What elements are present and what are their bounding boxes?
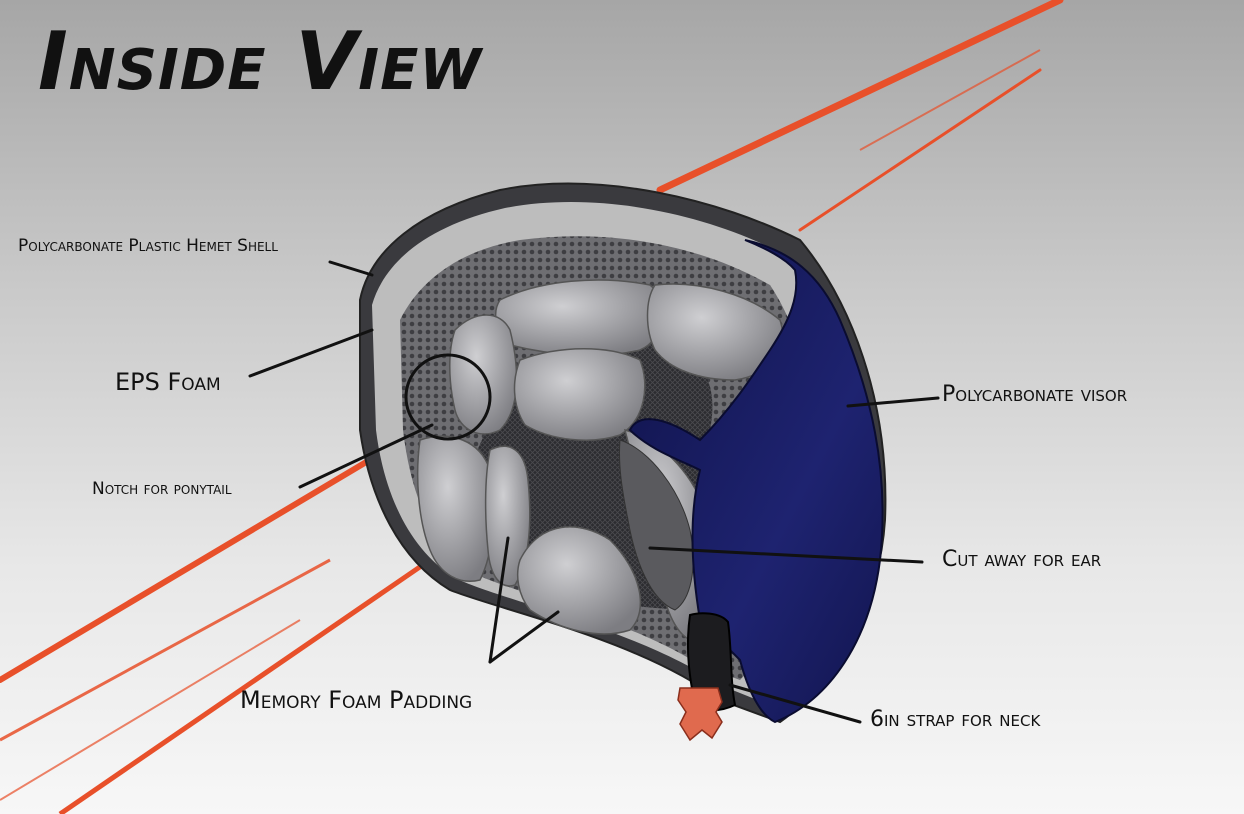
label-ponytail-notch: Notch for ponytail (92, 479, 232, 499)
accent-stripe (859, 49, 1041, 151)
foam-pad (517, 526, 642, 635)
page-title: Inside View (38, 15, 483, 108)
foam-pad (646, 283, 784, 381)
label-visor: Polycarbonate visor (942, 382, 1128, 407)
accent-stripes (0, 0, 1064, 814)
foam-pad (513, 348, 646, 441)
foam-pad (416, 435, 494, 582)
label-neck-strap: 6in strap for neck (870, 707, 1041, 732)
accent-stripe (0, 619, 301, 801)
foam-pad (484, 445, 531, 587)
label-ear-cutaway: Cut away for ear (942, 547, 1102, 572)
leader-line-memory-a (488, 536, 510, 664)
leader-line-strap (728, 683, 862, 724)
accent-stripe (58, 557, 432, 814)
foam-pad (494, 279, 664, 357)
label-helmet-shell: Polycarbonate Plastic Hemet Shell (18, 236, 278, 256)
ponytail-notch-circle (404, 353, 492, 441)
leader-line-shell (328, 260, 374, 277)
leader-line-memory-b (488, 610, 560, 664)
accent-stripe (0, 427, 423, 683)
strap-band (686, 612, 737, 712)
ear-cutaway (619, 439, 694, 611)
accent-stripe (656, 0, 1064, 194)
leader-line-visor (846, 396, 940, 408)
leader-line-ear (648, 546, 924, 564)
label-eps-foam: EPS Foam (115, 368, 221, 396)
neck-strap (677, 612, 737, 742)
accent-stripe (798, 68, 1042, 232)
strap-buckle (677, 687, 723, 742)
leader-line-notch (298, 423, 434, 489)
accent-stripe (0, 558, 331, 742)
leader-line-eps (248, 328, 374, 378)
label-memory-foam: Memory Foam Padding (240, 686, 473, 714)
